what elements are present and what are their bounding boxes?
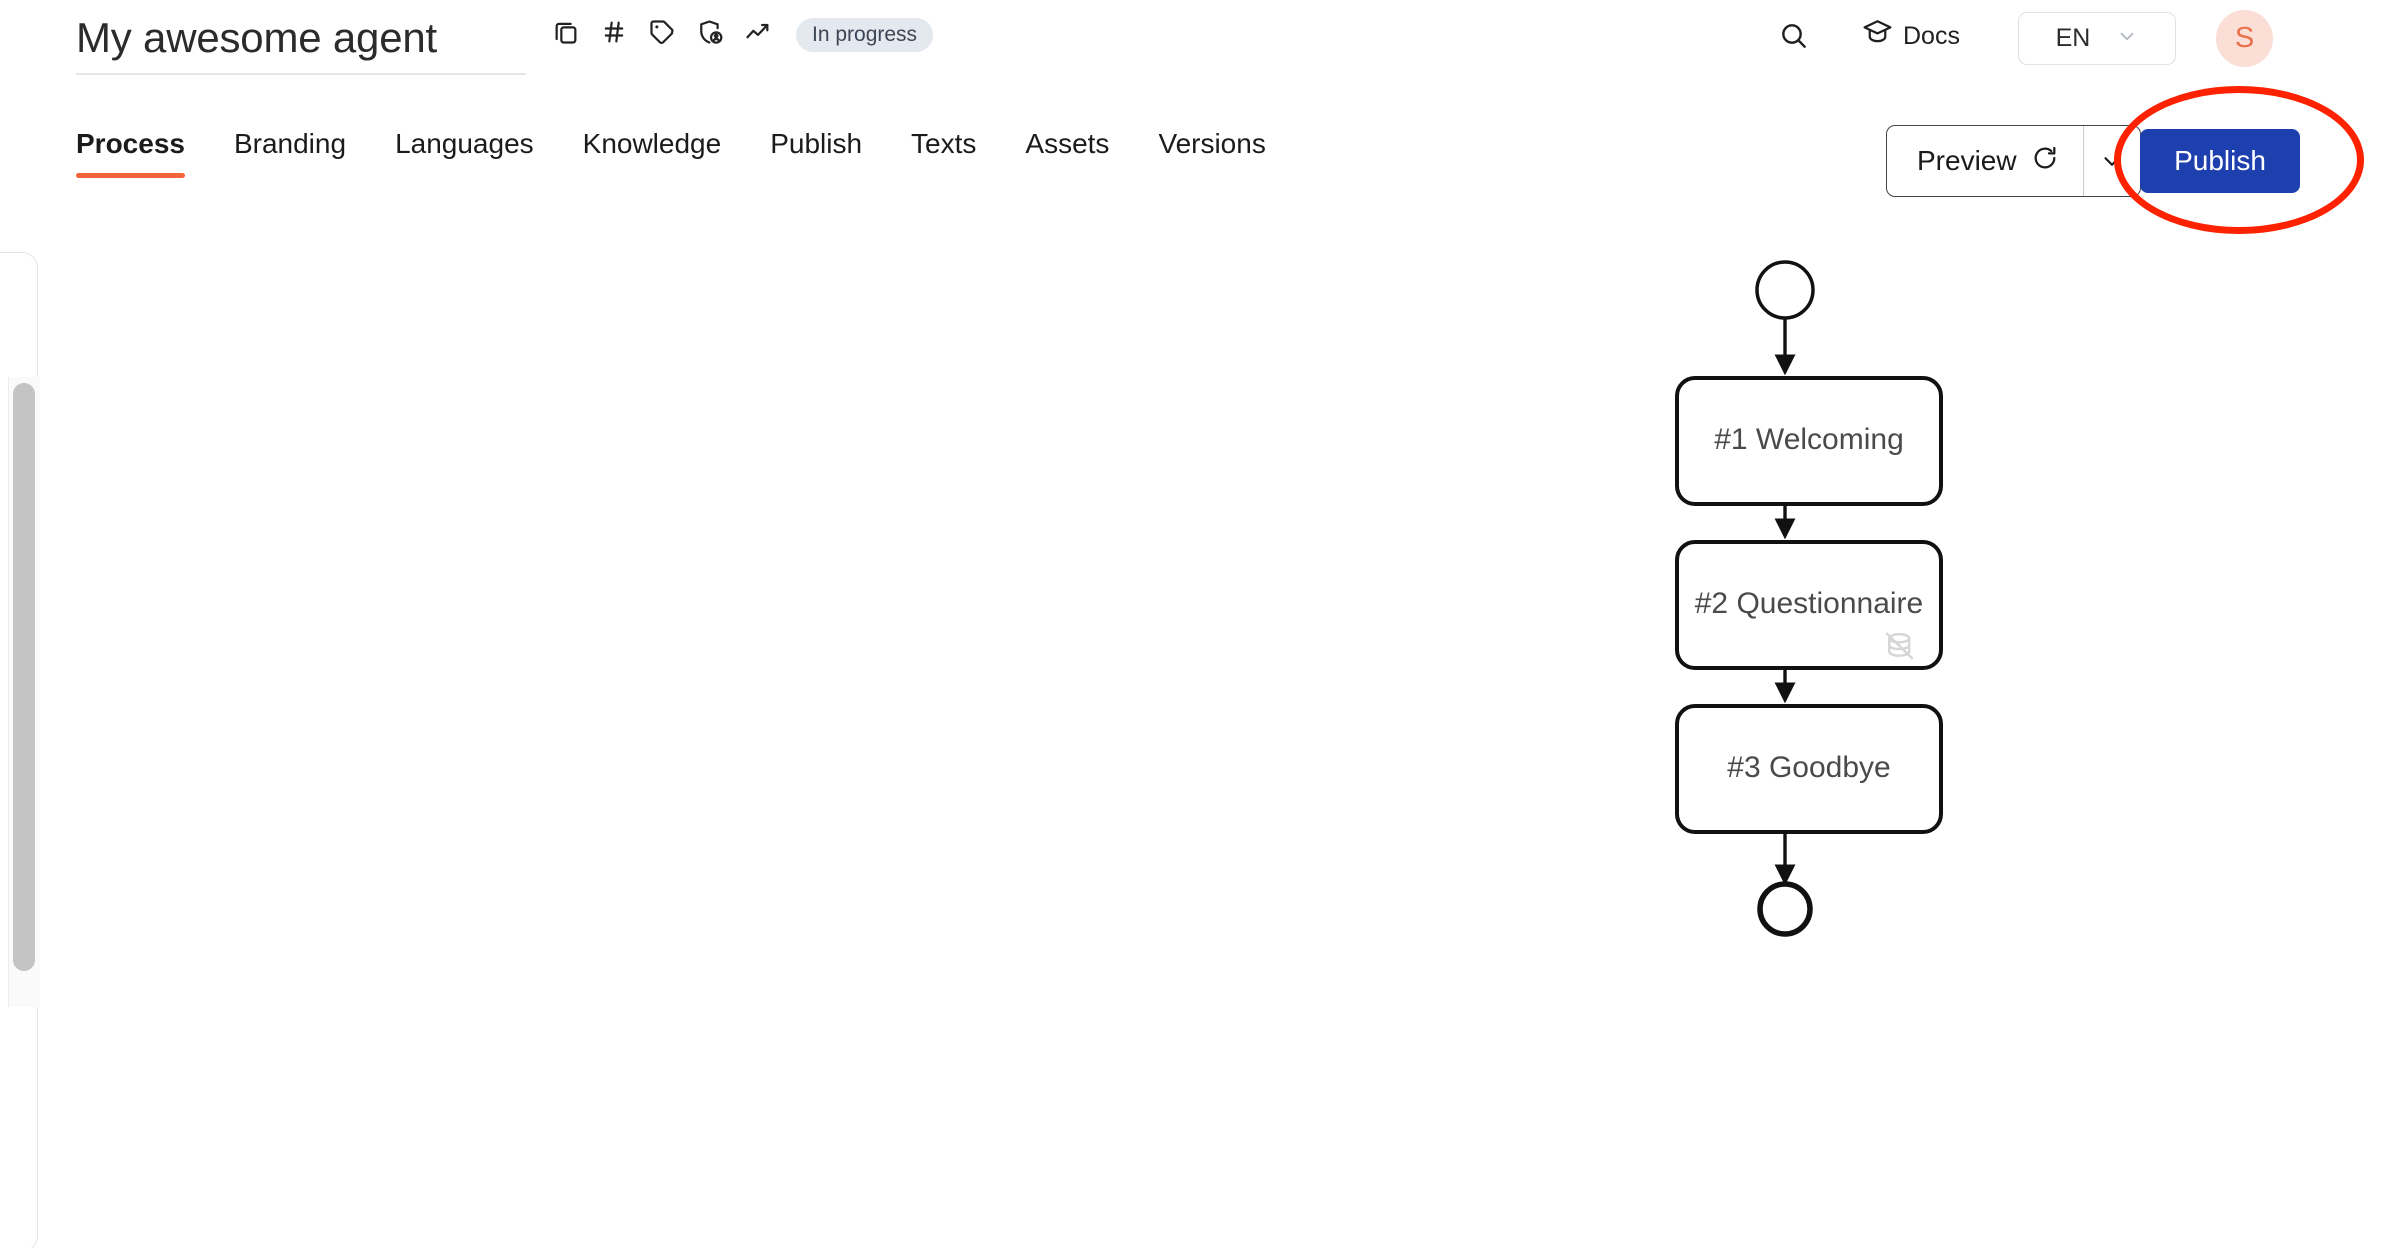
flow-node-1[interactable]: #1 Welcoming (1675, 376, 1943, 506)
language-value: EN (2055, 24, 2091, 52)
chevron-down-icon (2116, 25, 2138, 52)
duplicate-icon[interactable] (552, 18, 580, 46)
docs-button[interactable]: Docs (1862, 14, 1960, 58)
preview-divider (2082, 126, 2085, 196)
docs-label: Docs (1903, 21, 1960, 50)
flow-node-3[interactable]: #3 Goodbye (1675, 704, 1943, 834)
process-canvas[interactable]: #1 Welcoming #2 Questionnaire #3 Good (40, 250, 2390, 1248)
tab-publish[interactable]: Publish (770, 128, 863, 159)
status-badge: In progress (796, 18, 934, 52)
title-icon-group (552, 18, 772, 46)
tab-process[interactable]: Process (76, 128, 185, 178)
tab-branding[interactable]: Branding (233, 128, 347, 159)
graduation-cap-icon (1862, 17, 1893, 55)
refresh-icon (2031, 144, 2059, 179)
flow-node-2-label: #2 Questionnaire (1695, 587, 1924, 620)
shield-user-icon[interactable] (696, 18, 724, 46)
tab-assets[interactable]: Assets (1025, 128, 1110, 159)
chevron-down-icon (2104, 157, 2120, 166)
tab-languages[interactable]: Languages (395, 128, 534, 159)
tab-bar: Process Branding Languages Knowledge Pub… (76, 128, 1266, 178)
flow-diagram: #1 Welcoming #2 Questionnaire #3 Good (1675, 260, 1943, 937)
trending-up-icon[interactable] (744, 18, 772, 46)
preview-button[interactable]: Preview (1887, 126, 2083, 196)
flow-end-node[interactable] (1757, 881, 1813, 937)
database-off-icon (1885, 632, 1914, 660)
preview-button-group: Preview (1886, 125, 2142, 197)
avatar[interactable]: S (2216, 10, 2273, 67)
left-panel-scrollbar-thumb[interactable] (13, 383, 35, 971)
flow-start-node[interactable] (1755, 260, 1815, 320)
page-title[interactable]: My awesome agent (76, 14, 437, 61)
flow-node-1-label: #1 Welcoming (1714, 423, 1904, 456)
tab-knowledge[interactable]: Knowledge (582, 128, 722, 159)
app-header: My awesome agent (0, 0, 2390, 90)
hash-icon[interactable] (600, 18, 628, 46)
preview-dropdown-toggle[interactable] (2084, 126, 2140, 196)
tag-icon[interactable] (648, 18, 676, 46)
language-select[interactable]: EN (2018, 12, 2176, 65)
page-title-block: My awesome agent (76, 10, 437, 66)
preview-label: Preview (1917, 145, 2017, 176)
flow-node-2[interactable]: #2 Questionnaire (1675, 540, 1943, 670)
tab-versions[interactable]: Versions (1158, 128, 1266, 159)
flow-node-3-label: #3 Goodbye (1727, 751, 1890, 784)
publish-button[interactable]: Publish (2140, 129, 2300, 193)
title-underline (76, 73, 526, 75)
search-icon[interactable] (1772, 14, 1816, 58)
tab-texts[interactable]: Texts (911, 128, 977, 159)
